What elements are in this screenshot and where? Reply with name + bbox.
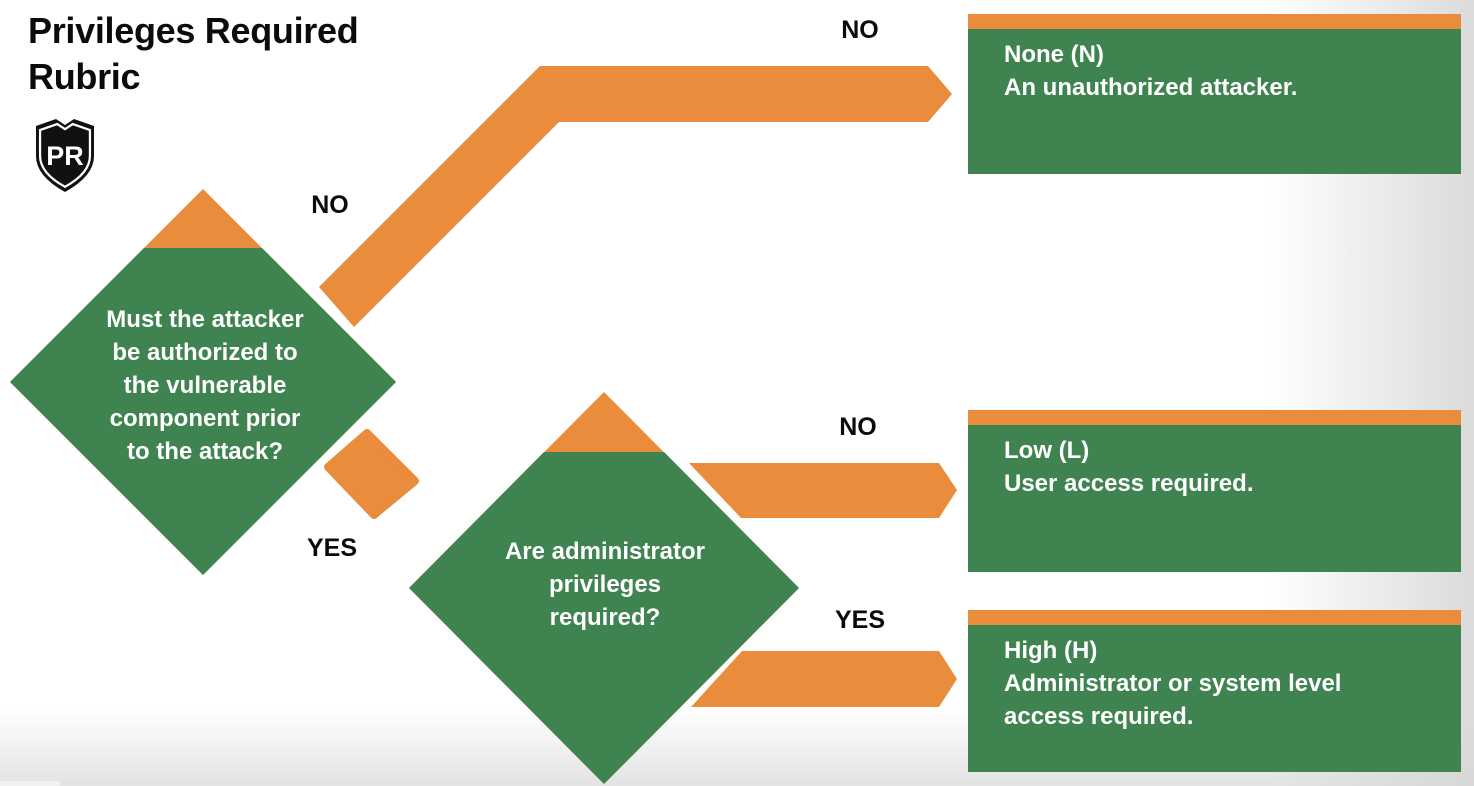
decision-2-line: Are administrator (504, 538, 706, 565)
slide-edge-artifact (0, 781, 60, 786)
decision-1-line: component prior (109, 405, 301, 432)
page-title-line-1: Privileges Required (28, 10, 359, 51)
yes-branch-arrow-1 (324, 429, 419, 519)
outcome-title: High (H) (1004, 637, 1098, 664)
page-title: Privileges Required Rubric (28, 8, 359, 100)
page-title-line-2: Rubric (28, 56, 141, 97)
outcome-description: An unauthorized attacker. (1004, 74, 1298, 101)
outcome-box-accent-strip (968, 410, 1461, 425)
yes-branch-arrow-2 (691, 651, 957, 707)
decision-2-question: Are administrator privileges required? (445, 535, 765, 634)
outcome-title: Low (L) (1004, 437, 1090, 464)
outcome-description: User access required. (1004, 470, 1254, 497)
decision-diamond-2 (409, 452, 799, 784)
decision-1-line: be authorized to (112, 339, 298, 366)
outcome-description: Administrator or system level access req… (1004, 670, 1342, 730)
edge-label-no-2: NO (839, 413, 877, 441)
edge-label-no-1-far: NO (841, 16, 879, 44)
shield-inner-outline (38, 122, 92, 189)
decision-2-line: required? (549, 604, 661, 631)
decision-1-line: the vulnerable (123, 372, 287, 399)
edge-label-yes-2: YES (834, 606, 886, 634)
shield-shape (36, 119, 94, 192)
outcome-box-high: High (H) Administrator or system level a… (968, 610, 1461, 772)
decision-2-line: privileges (548, 571, 662, 598)
outcome-box-body: High (H) Administrator or system level a… (968, 625, 1461, 772)
pr-shield-icon: PR (36, 119, 94, 192)
outcome-box-body: None (N) An unauthorized attacker. (968, 29, 1461, 174)
outcome-box-accent-strip (968, 14, 1461, 29)
decision-1-question: Must the attacker be authorized to the v… (45, 303, 365, 468)
outcome-box-low: Low (L) User access required. (968, 410, 1461, 572)
edge-label-no-1-near: NO (311, 191, 349, 219)
edge-label-yes-1: YES (306, 534, 358, 562)
outcome-box-none: None (N) An unauthorized attacker. (968, 14, 1461, 174)
no-branch-arrow-2 (689, 463, 957, 518)
outcome-box-accent-strip (968, 610, 1461, 625)
decision-1-line: to the attack? (126, 438, 284, 465)
outcome-title: None (N) (1004, 41, 1104, 68)
decision-diamond-1 (10, 248, 396, 575)
decision-1-line: Must the attacker (106, 306, 304, 333)
no-branch-arrow-1 (319, 66, 952, 327)
outcome-box-body: Low (L) User access required. (968, 425, 1461, 572)
shield-label: PR (46, 141, 84, 171)
